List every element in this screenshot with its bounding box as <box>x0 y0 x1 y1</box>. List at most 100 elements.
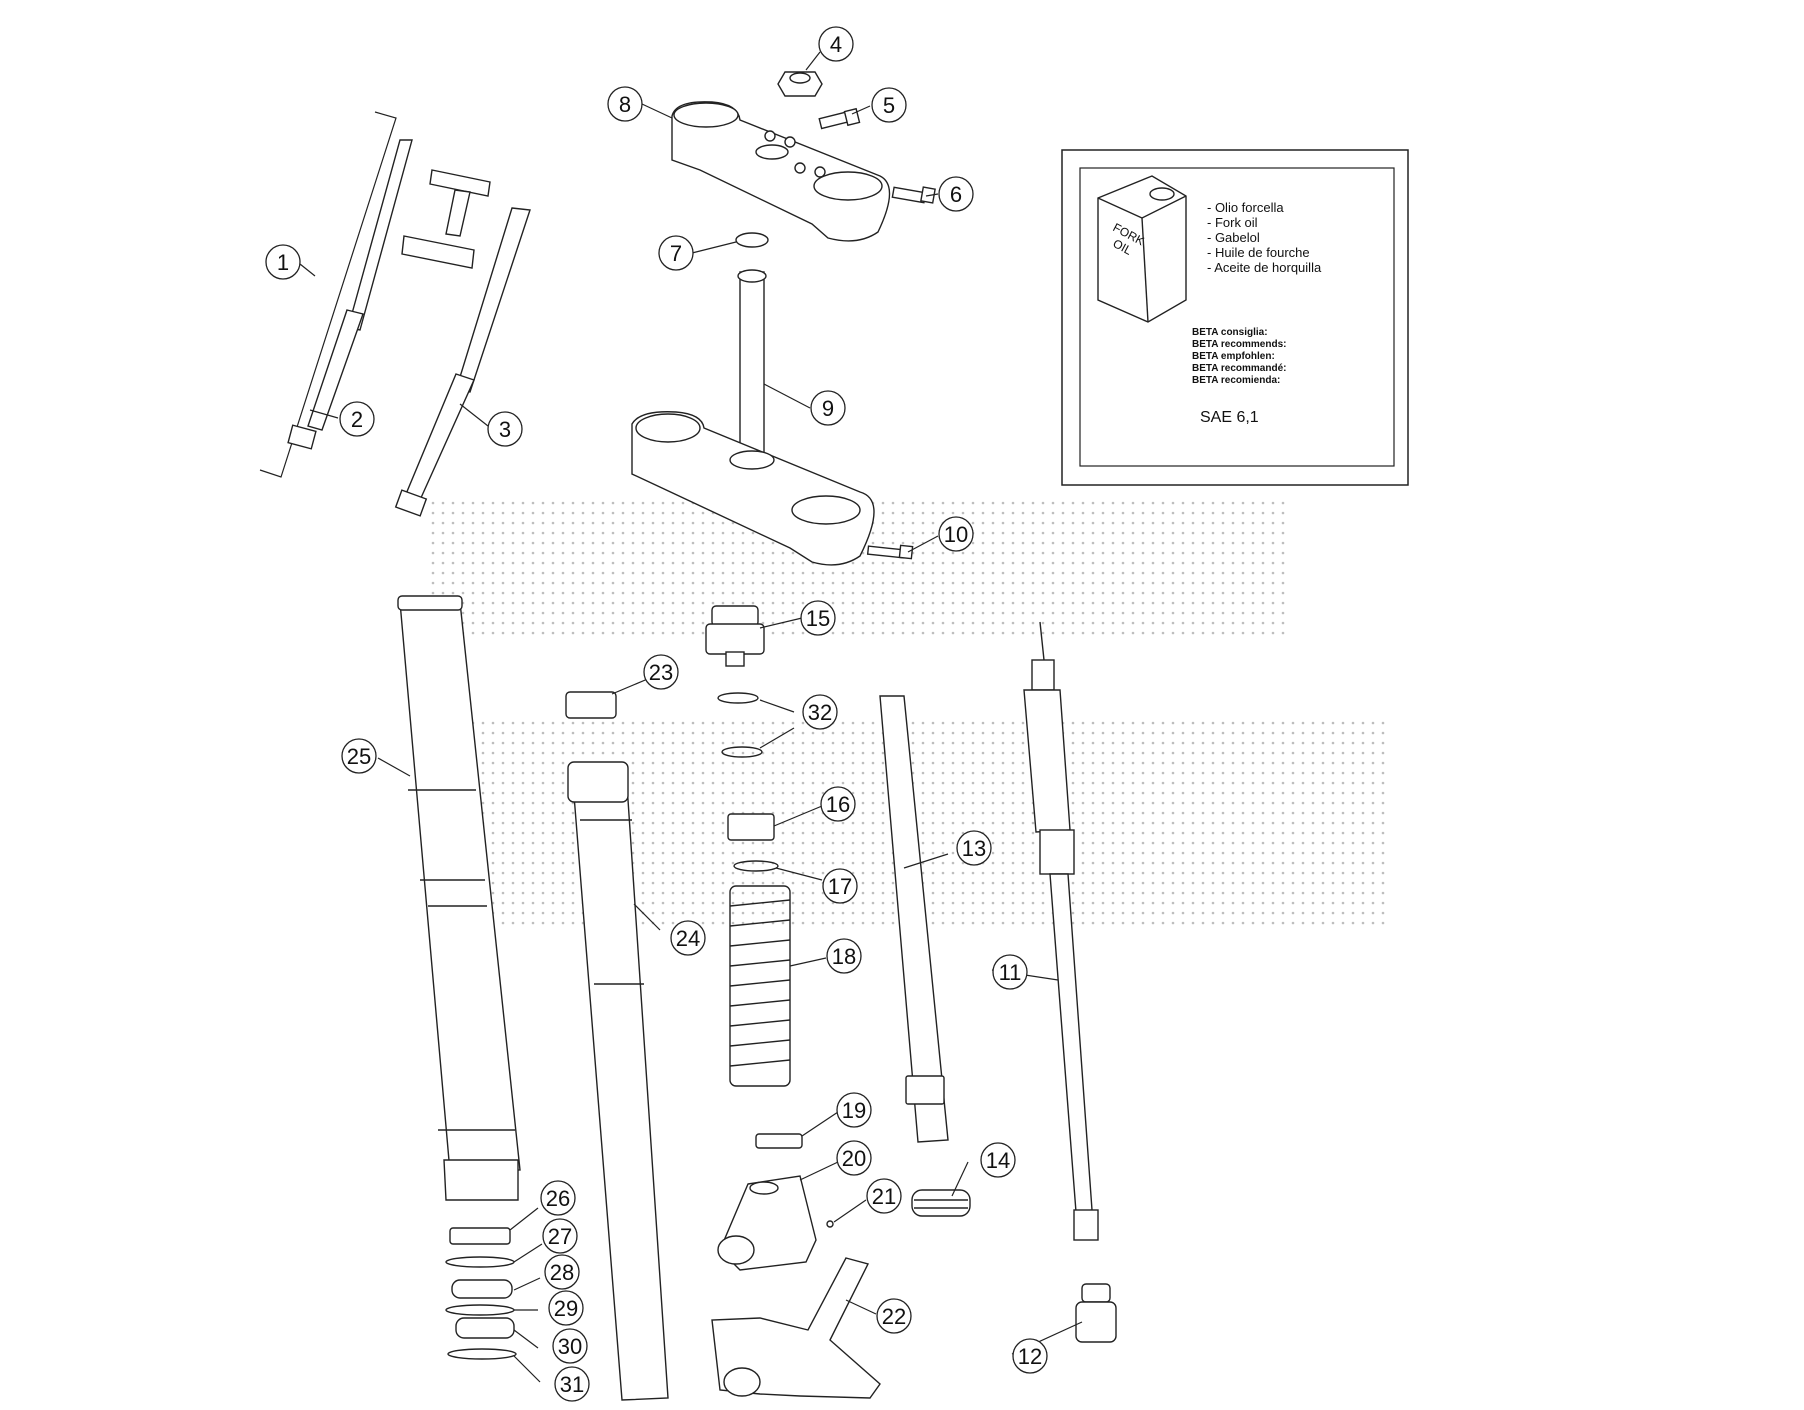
bolt-6 <box>891 186 936 204</box>
callout-32: 32 <box>802 694 838 730</box>
parts <box>259 71 1117 1401</box>
svg-text:29: 29 <box>554 1296 578 1321</box>
recommend-line-1: BETA consiglia: <box>1192 327 1268 338</box>
svg-text:16: 16 <box>826 792 850 817</box>
callout-24: 24 <box>670 920 706 956</box>
oil-spec: SAE 6,1 <box>1200 409 1259 426</box>
svg-text:25: 25 <box>347 744 371 769</box>
legend-line-4: - Huile de fourche <box>1207 245 1310 260</box>
callout-16: 16 <box>820 786 856 822</box>
recommend-line-4: BETA recommandé: <box>1192 363 1286 374</box>
svg-text:15: 15 <box>806 606 830 631</box>
svg-text:17: 17 <box>828 874 852 899</box>
top-nut <box>777 71 823 97</box>
callout-2: 2 <box>339 401 375 437</box>
callout-27: 27 <box>542 1218 578 1254</box>
svg-text:5: 5 <box>883 93 895 118</box>
o-ring <box>735 232 769 248</box>
callout-15: 15 <box>800 600 836 636</box>
svg-text:24: 24 <box>676 926 700 951</box>
svg-text:20: 20 <box>842 1146 866 1171</box>
svg-text:18: 18 <box>832 944 856 969</box>
svg-text:31: 31 <box>560 1372 584 1397</box>
callout-11: 11 <box>992 954 1028 990</box>
callout-21: 21 <box>866 1178 902 1214</box>
fork-spring <box>729 885 791 1087</box>
svg-text:3: 3 <box>499 417 511 442</box>
svg-text:14: 14 <box>986 1148 1010 1173</box>
callout-30: 30 <box>552 1328 588 1364</box>
svg-text:2: 2 <box>351 407 363 432</box>
fork-leg-right <box>394 207 531 517</box>
callout-29: 29 <box>548 1290 584 1326</box>
svg-text:6: 6 <box>950 182 962 207</box>
callout-9: 9 <box>810 390 846 426</box>
callout-22: 22 <box>876 1298 912 1334</box>
svg-text:19: 19 <box>842 1098 866 1123</box>
callout-17: 17 <box>822 868 858 904</box>
fork-cap <box>705 605 765 667</box>
svg-text:27: 27 <box>548 1224 572 1249</box>
legend-line-3: - Gabelol <box>1207 230 1260 245</box>
svg-text:8: 8 <box>619 92 631 117</box>
svg-text:32: 32 <box>808 700 832 725</box>
svg-text:26: 26 <box>546 1186 570 1211</box>
outer-tube <box>397 595 521 1201</box>
base-valve <box>1075 1283 1117 1343</box>
recommend-line-5: BETA recomienda: <box>1192 375 1280 386</box>
callout-3: 3 <box>487 411 523 447</box>
svg-text:7: 7 <box>670 241 682 266</box>
svg-text:22: 22 <box>882 1304 906 1329</box>
callout-4: 4 <box>818 26 854 62</box>
cartridge <box>1023 621 1099 1241</box>
callout-7: 7 <box>658 235 694 271</box>
fork-foot <box>711 1257 881 1399</box>
svg-text:13: 13 <box>962 836 986 861</box>
callout-26: 26 <box>540 1180 576 1216</box>
seal-stack <box>445 1227 517 1360</box>
triple-clamp-small <box>401 169 491 269</box>
clip-lower <box>721 746 763 758</box>
callout-1: 1 <box>265 244 301 280</box>
callout-13: 13 <box>956 830 992 866</box>
svg-text:21: 21 <box>872 1184 896 1209</box>
callout-6: 6 <box>938 176 974 212</box>
callout-14: 14 <box>980 1142 1016 1178</box>
legend-line-2: - Fork oil <box>1207 215 1258 230</box>
oil-can-icon <box>1097 175 1187 323</box>
screw-21 <box>826 1220 834 1228</box>
svg-text:11: 11 <box>999 960 1022 985</box>
callout-28: 28 <box>544 1254 580 1290</box>
leader-lines <box>299 51 1083 1383</box>
callout-5: 5 <box>871 87 907 123</box>
callouts: 1 2 3 4 5 6 7 8 9 10 11 12 13 14 15 16 1… <box>265 26 1048 1402</box>
callout-25: 25 <box>341 738 377 774</box>
clip-upper <box>717 692 759 704</box>
callout-10: 10 <box>938 516 974 552</box>
svg-text:28: 28 <box>550 1260 574 1285</box>
callout-8: 8 <box>607 86 643 122</box>
svg-text:9: 9 <box>822 396 834 421</box>
legend-line-1: - Olio forcella <box>1207 200 1284 215</box>
callout-12: 12 <box>1012 1338 1048 1374</box>
svg-text:30: 30 <box>558 1334 582 1359</box>
dust-seal <box>911 1189 971 1217</box>
bushing <box>565 691 617 719</box>
callout-18: 18 <box>826 938 862 974</box>
axle-clamp <box>717 1175 817 1271</box>
legend-line-5: - Aceite de horquilla <box>1207 260 1322 275</box>
svg-text:23: 23 <box>649 660 673 685</box>
spring-spacer <box>727 813 775 841</box>
fork-leg-left <box>287 139 413 450</box>
inner-tube <box>567 761 669 1401</box>
svg-text:4: 4 <box>830 32 842 57</box>
spring-seat <box>755 1133 803 1149</box>
callout-23: 23 <box>643 654 679 690</box>
svg-text:12: 12 <box>1018 1344 1042 1369</box>
bolt-10 <box>866 544 914 560</box>
callout-20: 20 <box>836 1140 872 1176</box>
svg-text:10: 10 <box>944 522 968 547</box>
recommend-line-3: BETA empfohlen: <box>1192 351 1275 362</box>
svg-text:1: 1 <box>277 250 289 275</box>
